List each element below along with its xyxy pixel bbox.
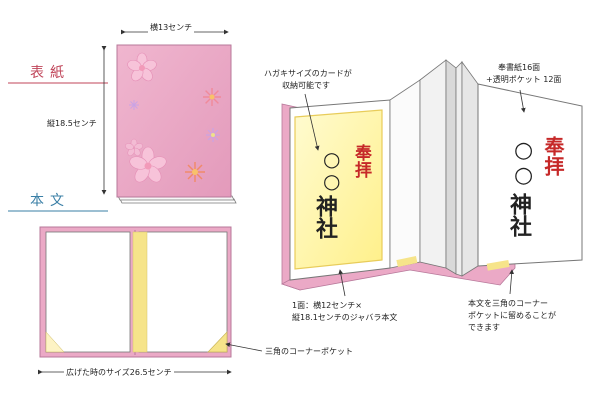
sakura-flower-icon bbox=[125, 138, 143, 156]
corner-note-line-1: 本文を三角のコーナー bbox=[468, 299, 548, 308]
sakura-flower-icon bbox=[129, 146, 167, 183]
sakura-flower-icon bbox=[127, 52, 157, 82]
page-shrine-text: 神社 bbox=[506, 193, 532, 237]
page-size-line-2: 縦18.1センチのジャバラ本文 bbox=[292, 313, 398, 322]
spread-width-label: 広げた時のサイズ26.5センチ bbox=[64, 367, 174, 378]
cover-height-label: 縦18.5センチ bbox=[46, 118, 98, 129]
card-note-line-1: ハガキサイズのカードが bbox=[264, 69, 352, 78]
card-circle-1: ○ bbox=[323, 147, 341, 171]
page-count-line-2: +透明ポケット 12面 bbox=[486, 75, 562, 84]
page-count-leader bbox=[519, 89, 526, 113]
card-note-line-2: 収納可能です bbox=[282, 81, 330, 90]
corner-note-line-3: できます bbox=[468, 323, 500, 332]
cover-width-label: 横13センチ bbox=[148, 22, 195, 33]
corner-note-leader bbox=[509, 269, 515, 295]
page-circle-2: ○ bbox=[514, 163, 534, 188]
body-section-title: 本文 bbox=[30, 193, 70, 209]
page-size-leader bbox=[338, 269, 346, 297]
dahlia-flower-icon bbox=[129, 100, 139, 110]
page-count-line-1: 奉書紙16面 bbox=[498, 63, 541, 72]
dahlia-flower-icon bbox=[206, 128, 220, 142]
dahlia-flower-icon bbox=[203, 88, 221, 106]
body-illustration bbox=[39, 226, 232, 358]
page-circle-1: ○ bbox=[514, 138, 534, 163]
cover-illustration bbox=[116, 44, 237, 204]
corner-note-line-2: ポケットに留めることが bbox=[468, 311, 556, 320]
page-size-line-1: 1面：横12センチ× bbox=[292, 301, 362, 310]
card-circle-2: ○ bbox=[323, 169, 341, 193]
accordion-book bbox=[281, 59, 583, 291]
corner-pocket-label: 三角のコーナーポケット bbox=[265, 347, 353, 356]
card-note-leader bbox=[304, 93, 320, 151]
cover-section-title: 表紙 bbox=[30, 65, 70, 81]
page-bow-text: 奉拝 bbox=[541, 136, 565, 176]
card-bow-text: 奉拝 bbox=[351, 144, 371, 178]
dahlia-flower-icon bbox=[185, 162, 205, 182]
card-shrine-text: 神社 bbox=[312, 195, 338, 239]
corner-pocket-leader bbox=[225, 342, 263, 352]
